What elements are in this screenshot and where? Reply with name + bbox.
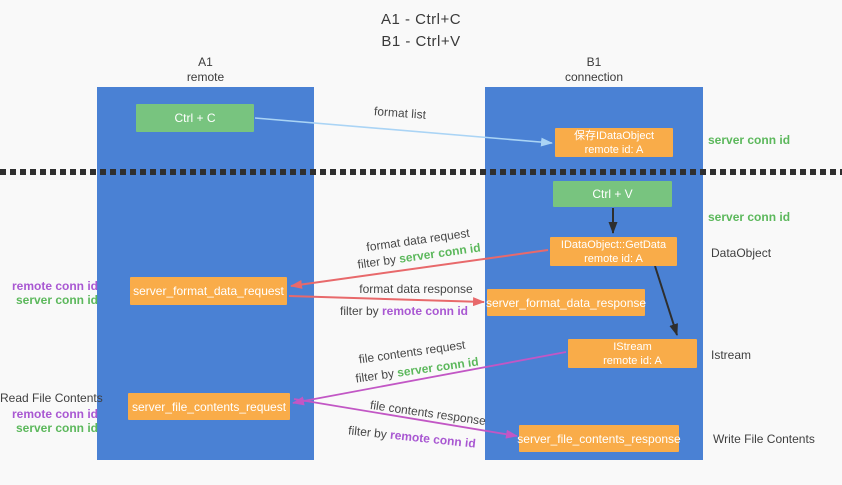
title-line-b1: B1 - Ctrl+V [381,33,461,50]
node-save-idataobject: 保存IDataObject remote id: A [555,128,673,157]
label-remote-conn-id-left-1: remote conn id [11,279,98,293]
arrow-format-list [254,117,553,147]
node-istream: IStream remote id: A [568,339,697,368]
title-line-a1: A1 - Ctrl+C [380,11,462,28]
label-server-conn-id-mid: server conn id [708,210,791,224]
node-save-idataobject-line1: 保存IDataObject [573,129,655,142]
node-ctrl-v-label: Ctrl + V [592,187,633,201]
label-format-data-response: format data response [359,282,473,296]
node-getdata-line2: remote id: A [584,252,643,265]
node-server-file-contents-request-label: server_file_contents_request [131,399,287,414]
label-istream: Istream [711,348,752,362]
node-ctrl-v: Ctrl + V [553,181,672,207]
node-istream-line2: remote id: A [603,354,662,367]
session-separator-line [0,169,842,175]
node-idataobject-getdata: IDataObject::GetData remote id: A [550,237,677,266]
node-server-format-data-response-label: server_format_data_response [485,295,647,310]
label-server-conn-id-top: server conn id [708,133,791,147]
lane-a1-role: remote [186,70,225,84]
diagram-title: A1 - Ctrl+C B1 - Ctrl+V [0,9,842,53]
arrow-file-contents-request [292,351,567,406]
arrow-file-contents-response [293,398,518,439]
label-filter-remote-conn-id-1: remote conn id [382,304,469,318]
lane-header-a1: A1 remote [97,55,314,85]
node-ctrl-c-label: Ctrl + C [174,111,216,125]
node-server-format-data-request: server_format_data_request [130,277,287,305]
lane-a1-name: A1 [198,55,213,69]
arrow-format-data-request [290,249,549,289]
label-group-format-conn-ids: remote conn id server conn id [0,279,98,307]
arrow-format-data-response [288,295,485,307]
node-getdata-line1: IDataObject::GetData [560,238,667,251]
node-server-format-data-response: server_format_data_response [485,289,647,316]
lane-b1-name: B1 [586,55,602,69]
label-format-data-response-filter: filter by remote conn id [340,304,468,318]
label-server-conn-id-left-2: server conn id [15,421,98,435]
lane-header-b1: B1 connection [485,55,703,85]
label-remote-conn-id-left-2: remote conn id [11,407,98,421]
label-dataobject: DataObject [711,246,772,260]
label-read-file-contents: Read File Contents [0,391,103,405]
node-server-file-contents-response-label: server_file_contents_response [517,431,681,446]
lane-b1-role: connection [564,70,624,84]
node-ctrl-c: Ctrl + C [136,104,254,132]
node-server-file-contents-response: server_file_contents_response [517,425,681,452]
label-group-file-conn-ids: remote conn id server conn id [0,407,98,435]
node-save-idataobject-line2: remote id: A [584,143,644,156]
label-server-conn-id-left-1: server conn id [15,293,98,307]
arrow-getdata-to-istream [654,265,678,336]
node-server-file-contents-request: server_file_contents_request [128,393,290,420]
label-filter-by-2: filter by [339,304,382,318]
node-istream-line1: IStream [613,340,652,353]
node-server-format-data-request-label: server_format_data_request [133,284,284,298]
label-write-file-contents: Write File Contents [713,432,815,446]
